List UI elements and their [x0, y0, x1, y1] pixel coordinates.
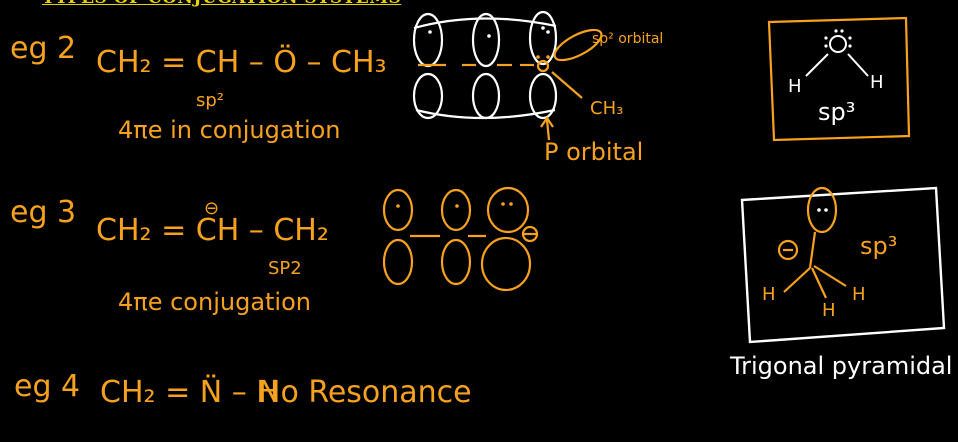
water-h-left: H — [788, 76, 802, 97]
eg2-hybrid: sp² — [196, 90, 225, 111]
eg4-formula: CH₂ = N̈ – H — [100, 375, 279, 410]
pyr-h1: H — [762, 284, 776, 305]
pyr-h3: H — [852, 284, 866, 305]
eg3-label: eg 3 — [10, 195, 77, 230]
water-sp3-label: sp³ — [818, 98, 856, 126]
eg4-label: eg 4 — [14, 369, 81, 404]
page-title: TYPES OF CONJUGATION SYSTEMS — [42, 0, 401, 8]
pyr-sp3-label: sp³ — [860, 232, 898, 260]
eg3-formula: CH₂ = CH – CH₂ — [96, 213, 329, 248]
eg2-sp2-orbital-label: sp² orbital — [592, 31, 664, 47]
pyr-h2: H — [822, 300, 836, 321]
eg4-note: No Resonance — [258, 375, 472, 410]
eg2-formula: CH₂ = CH – Ö – CH₃ — [96, 45, 387, 80]
eg2-note: 4πe in conjugation — [118, 116, 341, 144]
eg3-note: 4πe conjugation — [118, 288, 311, 316]
eg3-hybrid: SP2 — [268, 258, 302, 279]
water-h-right: H — [870, 72, 884, 93]
eg2-label: eg 2 — [10, 31, 77, 66]
eg2-p-orbital-label: P orbital — [544, 138, 644, 166]
eg3-charge: ⊖ — [204, 198, 220, 219]
eg2-ch3-label: CH₃ — [590, 98, 624, 119]
pyr-caption: Trigonal pyramidal — [730, 352, 953, 380]
